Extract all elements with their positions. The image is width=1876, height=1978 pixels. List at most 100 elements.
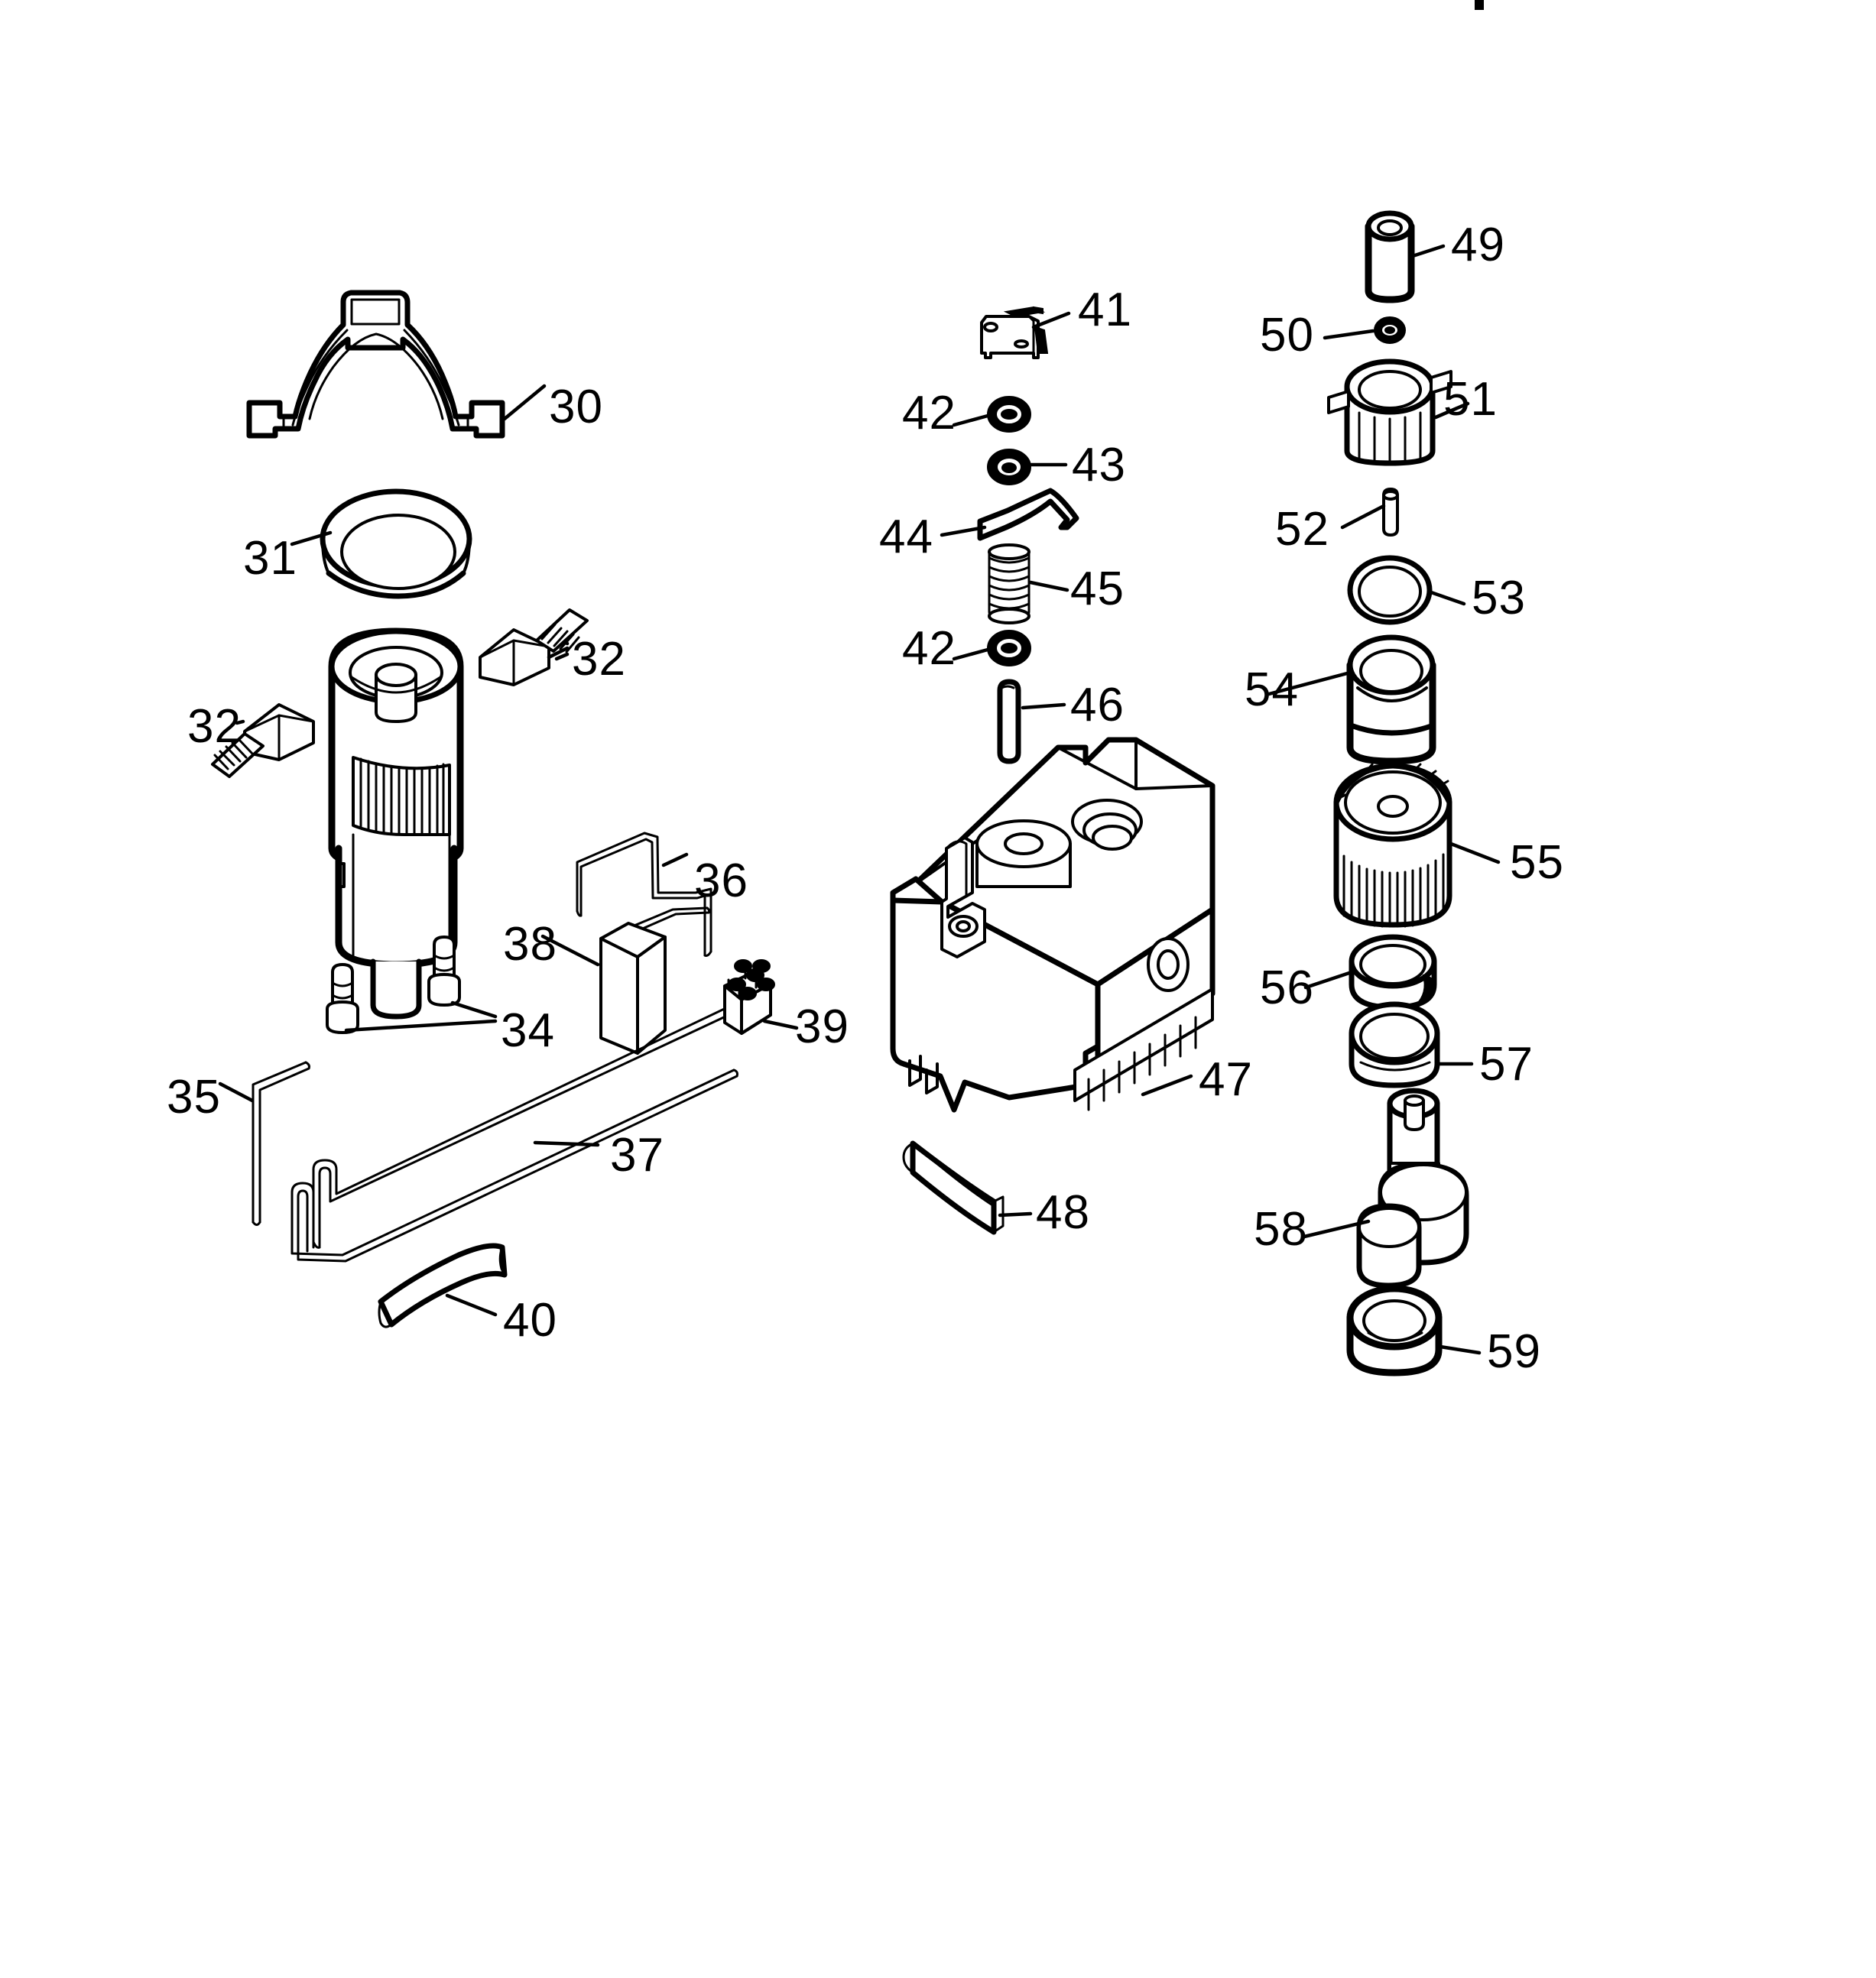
leader-55 (1449, 841, 1501, 864)
part-50-small-washer (1374, 316, 1406, 344)
callout-59: 59 (1487, 1325, 1541, 1378)
leader-58 (1302, 1219, 1371, 1239)
part-53-retaining-ring (1347, 555, 1433, 625)
leader-40 (445, 1293, 498, 1317)
leader-44 (940, 525, 987, 537)
part-56-thrust-ring (1349, 934, 1437, 1010)
part-54-bushing-sleeve (1346, 634, 1436, 765)
commutator-laminations (359, 757, 445, 836)
screw-left (326, 963, 359, 1034)
callout-51: 51 (1443, 373, 1498, 426)
callout-39: 39 (795, 1000, 849, 1053)
spring-coils (988, 556, 1031, 610)
callout-38: 38 (503, 918, 557, 971)
leader-38 (540, 934, 600, 967)
callout-40: 40 (503, 1294, 557, 1347)
part-30-motor-yoke-bracket (246, 290, 505, 439)
callout-36: 36 (694, 854, 748, 907)
part-58-pinion-spindle (1356, 1088, 1469, 1289)
part-41-micro-switch (980, 306, 1049, 359)
leader-39 (762, 1019, 799, 1030)
callout-53: 53 (1472, 572, 1526, 624)
connector-pins (727, 959, 775, 1000)
housing-bosses (940, 799, 1190, 992)
leader-36 (661, 852, 689, 867)
part-57-ball-bearing (1349, 1001, 1440, 1088)
leader-47 (1141, 1074, 1193, 1097)
leader-32-right-a (547, 646, 570, 660)
leader-32-right (554, 652, 570, 661)
callout-49: 49 (1451, 219, 1505, 271)
callout-55: 55 (1510, 836, 1564, 889)
part-52-dowel-pin (1382, 488, 1399, 537)
leader-53 (1429, 590, 1466, 606)
callout-34: 34 (501, 1004, 555, 1057)
part-59-output-bearing (1346, 1285, 1443, 1376)
callout-44: 44 (879, 511, 933, 563)
leader-32-left-a (235, 719, 245, 725)
leader-52 (1340, 504, 1386, 530)
callout-52: 52 (1275, 503, 1329, 556)
callout-43: 43 (1072, 439, 1126, 491)
leader-59 (1438, 1344, 1482, 1355)
part-37-long-wire-rod (290, 1003, 740, 1263)
part-31-bearing-ring (320, 488, 472, 599)
callout-48: 48 (1036, 1186, 1090, 1239)
callout-31: 31 (243, 532, 297, 585)
leader-34-a (344, 1019, 498, 1033)
part-32-carbon-brush-right (479, 608, 589, 686)
callout-30: 30 (549, 381, 603, 433)
part-32-carbon-brush-left (211, 703, 315, 778)
leader-54 (1267, 670, 1352, 696)
part-35-hex-key (252, 1061, 310, 1226)
leader-41 (1031, 311, 1071, 329)
callout-42-upper: 42 (902, 387, 956, 439)
part-43-flat-washer (987, 449, 1031, 485)
part-34-screws (326, 935, 461, 1034)
leader-30 (502, 384, 547, 421)
part-45-compression-spring (988, 543, 1031, 624)
part-38-terminal-block (599, 922, 667, 1055)
callout-54: 54 (1245, 663, 1299, 716)
leader-50 (1323, 329, 1375, 340)
callout-32-left: 32 (187, 700, 242, 753)
callout-35: 35 (167, 1071, 221, 1124)
part-39-pin-connector-block (723, 959, 775, 1035)
part-42-washer-lower (987, 630, 1031, 666)
leader-49 (1410, 244, 1446, 258)
part-40-hose-tube (378, 1243, 508, 1328)
gear-teeth-side (1342, 853, 1445, 928)
callout-45: 45 (1070, 563, 1125, 615)
leader-46 (1021, 702, 1066, 710)
brush-lead-spring-left (213, 738, 254, 770)
part-47-gear-housing (890, 737, 1216, 1113)
collar-splines (1358, 411, 1422, 466)
leader-42-lower (952, 647, 990, 661)
leader-51 (1433, 401, 1470, 420)
part-49-spindle-sleeve (1365, 210, 1415, 303)
callout-37: 37 (610, 1129, 664, 1182)
part-42-washer-upper (987, 396, 1031, 433)
part-55-drive-gear (1333, 759, 1452, 928)
callout-56: 56 (1260, 961, 1314, 1014)
leader-42-upper (952, 413, 990, 427)
callout-32-right: 32 (572, 633, 626, 686)
leader-35 (218, 1081, 255, 1103)
leader-31 (290, 530, 333, 546)
leader-56 (1303, 970, 1354, 990)
callout-58: 58 (1254, 1203, 1308, 1256)
leader-45 (1028, 580, 1069, 592)
part-51-splined-collar (1327, 358, 1452, 466)
callout-41: 41 (1078, 284, 1132, 336)
motor-armature-assembly (328, 627, 464, 1020)
leader-48 (998, 1211, 1033, 1218)
screw-right (427, 935, 461, 1007)
callout-42-lower: 42 (902, 622, 956, 675)
leader-37 (533, 1140, 600, 1147)
callout-47: 47 (1199, 1053, 1253, 1106)
brush-lead-spring-right (540, 623, 580, 653)
callout-46: 46 (1070, 679, 1125, 731)
leader-34-b (450, 1000, 498, 1019)
